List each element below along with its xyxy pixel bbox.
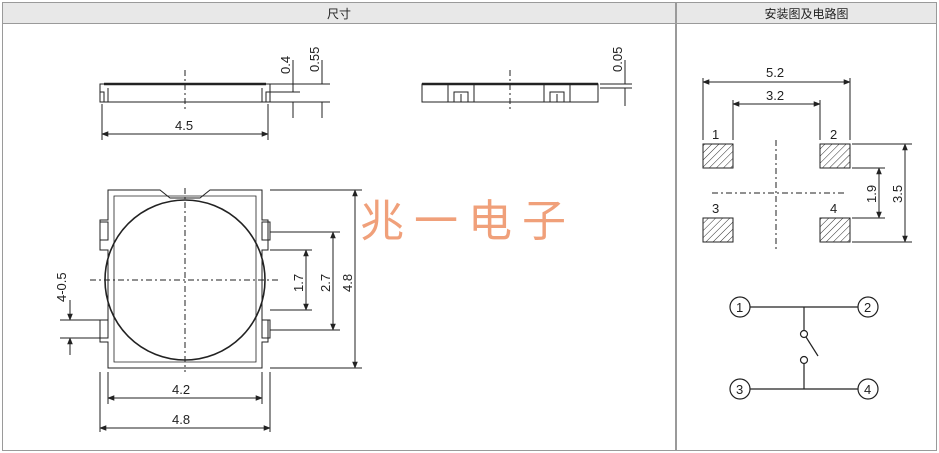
pad-2-label: 2 <box>830 127 837 142</box>
pad-3-label: 3 <box>712 201 719 216</box>
circuit-node-3: 3 <box>736 382 743 397</box>
footprint-inner-height-label: 1.9 <box>864 185 879 203</box>
dimensions-header: 尺寸 <box>2 2 676 24</box>
top-view <box>60 188 362 432</box>
side-height-04-label: 0.4 <box>278 56 293 74</box>
pad-1-label: 1 <box>712 127 719 142</box>
side-height-055-label: 0.55 <box>307 47 322 72</box>
circuit-diagram <box>729 296 879 400</box>
footprint-inner-width-label: 3.2 <box>766 88 784 103</box>
inner-27-label: 2.7 <box>318 274 333 292</box>
mounting-header: 安装图及电路图 <box>676 2 937 24</box>
side2-height-label: 0.05 <box>610 47 625 72</box>
bottom-inner-width-label: 4.2 <box>172 382 190 397</box>
outer-height-label: 4.8 <box>340 274 355 292</box>
footprint-outer-height-label: 3.5 <box>890 185 905 203</box>
side-view-left <box>99 60 330 140</box>
pad-4-label: 4 <box>830 201 837 216</box>
mounting-panel <box>676 24 937 451</box>
footprint-drawing <box>702 78 912 250</box>
dimensions-panel <box>2 24 676 451</box>
mounting-header-label: 安装图及电路图 <box>764 6 849 21</box>
bottom-outer-width-label: 4.8 <box>172 412 190 427</box>
circuit-node-4: 4 <box>864 382 871 397</box>
dimensions-header-label: 尺寸 <box>326 6 351 21</box>
watermark-text: 兆一电子 <box>360 196 576 247</box>
footprint-outer-width-label: 5.2 <box>766 65 784 80</box>
circuit-node-2: 2 <box>864 300 871 315</box>
side-view-right <box>421 60 632 112</box>
side-width-label: 4.5 <box>175 118 193 133</box>
pin-width-label: 4-0.5 <box>54 272 69 302</box>
inner-17-label: 1.7 <box>291 274 306 292</box>
circuit-node-1: 1 <box>736 300 743 315</box>
